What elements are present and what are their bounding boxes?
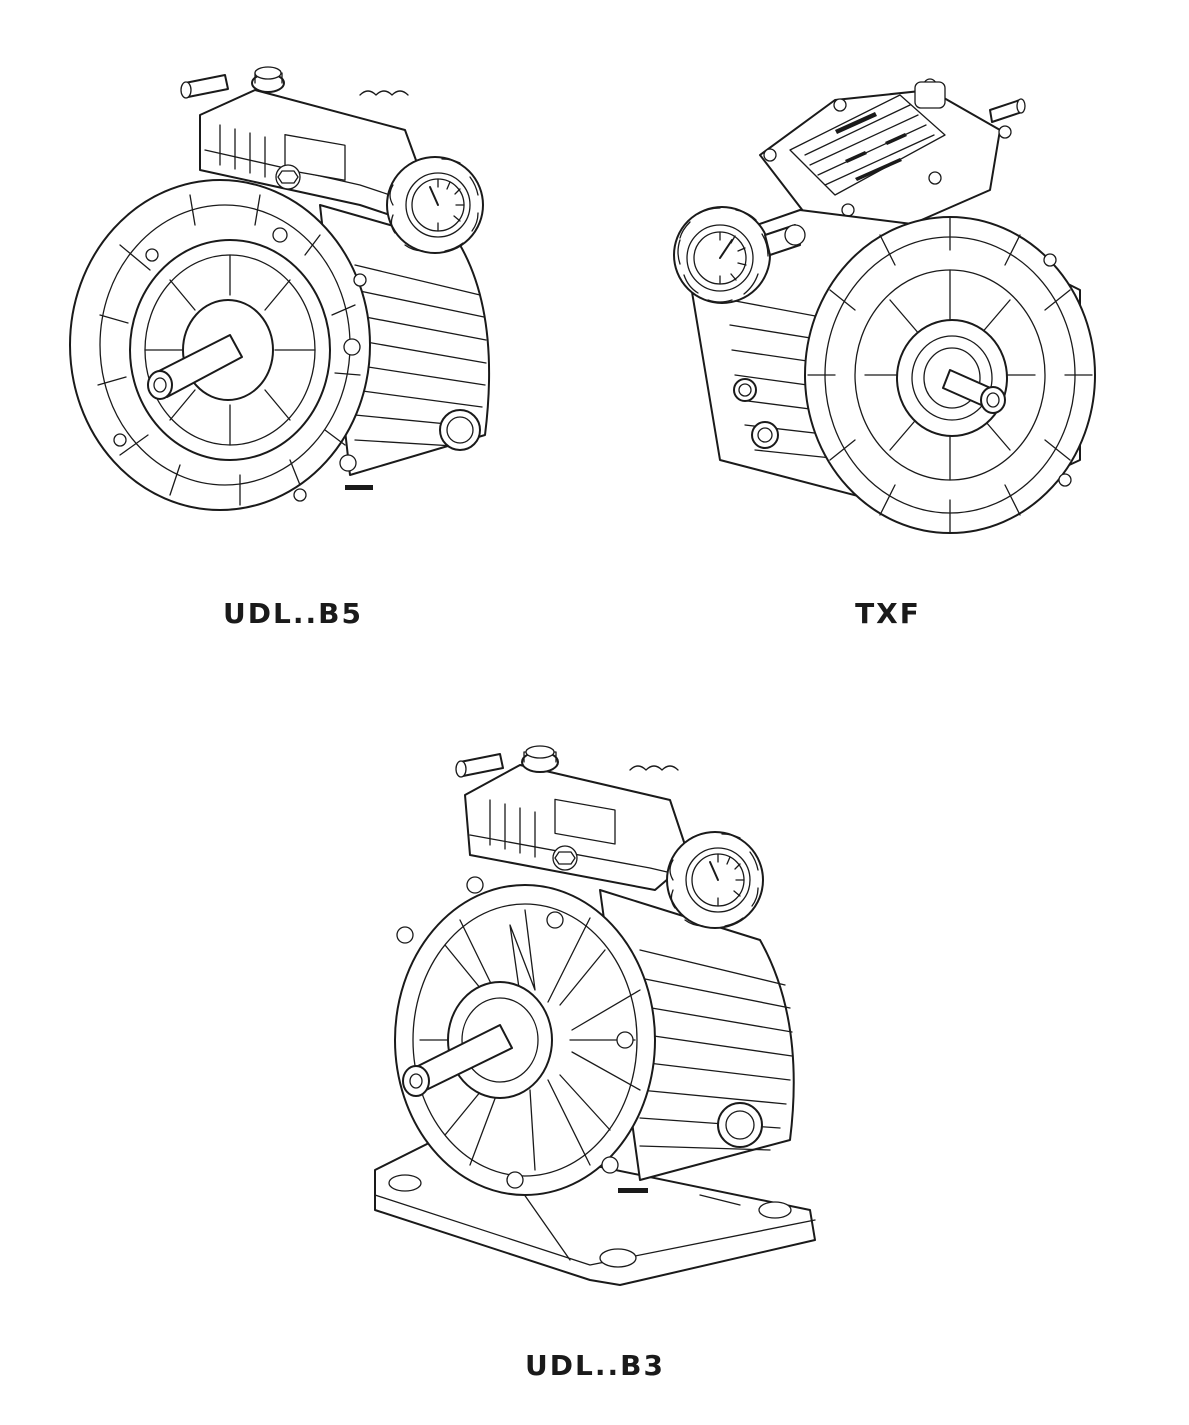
- udl-b5-drawing: [60, 55, 520, 525]
- udl-b3-drawing: [360, 740, 830, 1300]
- product-label-udl-b5: UDL..B5: [223, 597, 363, 630]
- product-label-txf: TXF: [855, 597, 921, 630]
- txf-drawing: [660, 60, 1110, 540]
- product-label-udl-b3: UDL..B3: [525, 1349, 665, 1382]
